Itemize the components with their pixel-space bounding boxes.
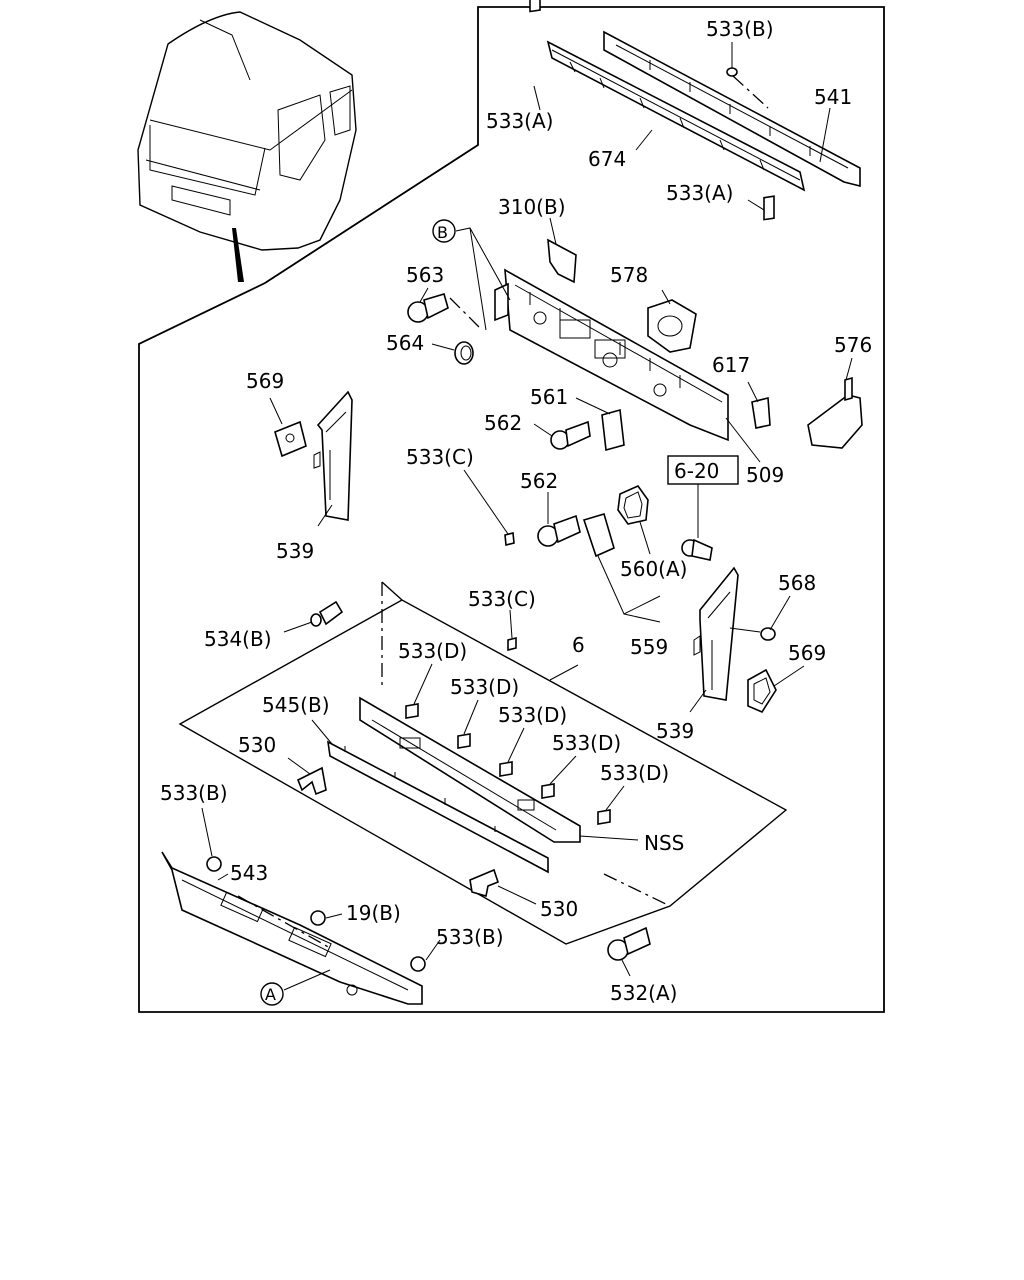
- clip-533b-left: [206, 856, 222, 872]
- frame-divider: [264, 144, 479, 284]
- bolt-563: [407, 293, 449, 323]
- nut-564: [454, 341, 474, 365]
- clip-533d-4: [541, 783, 555, 799]
- side-bracket-539-right: [693, 566, 739, 701]
- label-541: 541: [814, 85, 852, 109]
- label-533c-1: 533(C): [406, 445, 474, 469]
- label-533a-2: 533(A): [666, 181, 733, 205]
- label-533a-1: 533(A): [486, 109, 553, 133]
- label-578: 578: [610, 263, 648, 287]
- side-bracket-539-left: [313, 390, 353, 521]
- bolt-532a: [607, 926, 651, 961]
- pin-534b: [310, 600, 344, 627]
- label-310b: 310(B): [498, 195, 566, 219]
- clip-533d-3: [499, 761, 513, 777]
- panel-509: [494, 268, 729, 442]
- label-561: 561: [530, 385, 568, 409]
- label-674: 674: [588, 147, 626, 171]
- label-569-right: 569: [788, 641, 826, 665]
- clip-533c-2: [507, 636, 517, 652]
- bracket-561: [601, 408, 625, 452]
- callout-b-circle: [432, 219, 456, 243]
- clip-617: [751, 396, 771, 429]
- label-533d-5: 533(D): [600, 761, 669, 785]
- label-533d-3: 533(D): [498, 703, 567, 727]
- upper-rail-541: [603, 30, 861, 188]
- label-19b: 19(B): [346, 901, 401, 925]
- label-562-2: 562: [520, 469, 558, 493]
- label-509: 509: [746, 463, 784, 487]
- leader-lines: [201, 42, 853, 991]
- label-533d-1: 533(D): [398, 639, 467, 663]
- strip-545b: [326, 740, 549, 874]
- label-533c-2: 533(C): [468, 587, 536, 611]
- clip-533b-top: [726, 67, 738, 77]
- pad-569-right: [747, 668, 777, 714]
- bracket-530-1: [296, 766, 327, 796]
- label-545b: 545(B): [262, 693, 330, 717]
- label-532a: 532(A): [610, 981, 677, 1005]
- label-534b: 534(B): [204, 627, 272, 651]
- label-6: 6: [572, 633, 585, 657]
- clip-533c-1: [504, 531, 515, 547]
- gasket-578: [647, 299, 697, 353]
- ref-box-6-20: [667, 455, 739, 485]
- label-564: 564: [386, 331, 424, 355]
- bolt-568: [760, 627, 776, 641]
- label-617: 617: [712, 353, 750, 377]
- label-562-1: 562: [484, 411, 522, 435]
- clip-533a-1: [529, 0, 541, 13]
- callout-a-circle: [260, 982, 284, 1006]
- label-533b-top: 533(B): [706, 17, 774, 41]
- bar-nss: [359, 696, 581, 843]
- label-559: 559: [630, 635, 668, 659]
- bolt-562-1: [550, 420, 591, 450]
- clip-533a-2: [763, 195, 775, 221]
- panel-543: [161, 851, 423, 1005]
- bracket-310b: [547, 238, 577, 284]
- bracket-530-2: [469, 868, 499, 898]
- label-530-1: 530: [238, 733, 276, 757]
- upper-rail-674: [546, 40, 806, 192]
- label-539-left: 539: [276, 539, 314, 563]
- assembly-6-outline: [178, 599, 788, 945]
- label-568: 568: [778, 571, 816, 595]
- label-569-left: 569: [246, 369, 284, 393]
- clip-533d-2: [457, 733, 471, 749]
- label-533d-2: 533(D): [450, 675, 519, 699]
- clip-533d-1: [405, 703, 419, 719]
- label-6-20: 6-20: [674, 459, 719, 483]
- pad-569-left: [274, 420, 307, 458]
- bolt-6-20: [681, 538, 713, 561]
- label-533b-bottom: 533(B): [436, 925, 504, 949]
- clip-533b-bottom: [410, 956, 426, 972]
- label-nss: NSS: [644, 831, 684, 855]
- label-560a: 560(A): [620, 557, 687, 581]
- label-543: 543: [230, 861, 268, 885]
- label-576: 576: [834, 333, 872, 357]
- pad-560a: [617, 485, 649, 525]
- bracket-576: [807, 376, 863, 449]
- bolt-562-2: [537, 514, 581, 547]
- truck-cab-icon: [137, 11, 357, 282]
- clip-533d-5: [597, 809, 611, 825]
- label-533d-4: 533(D): [552, 731, 621, 755]
- label-533b-left: 533(B): [160, 781, 228, 805]
- clip-19b: [310, 910, 326, 926]
- label-b: B: [437, 223, 448, 242]
- label-539-right: 539: [656, 719, 694, 743]
- label-563: 563: [406, 263, 444, 287]
- bracket-559: [582, 513, 615, 558]
- label-a: A: [265, 985, 276, 1004]
- label-530-2: 530: [540, 897, 578, 921]
